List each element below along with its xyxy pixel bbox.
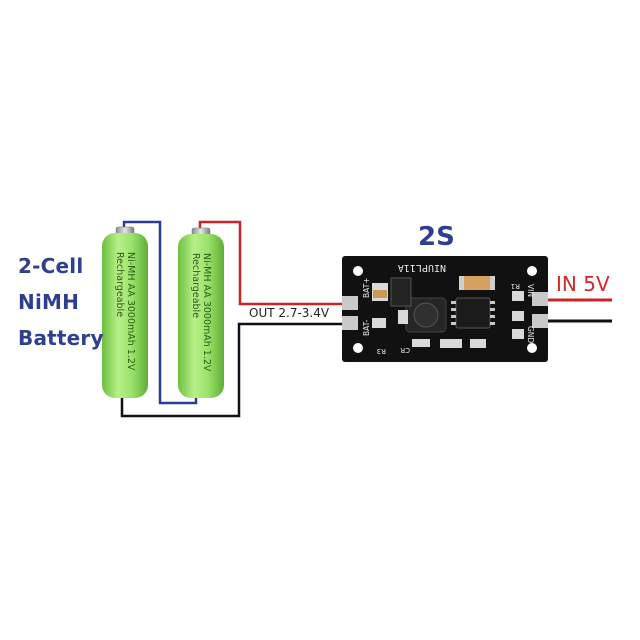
pad-bat-plus — [342, 296, 358, 310]
input-voltage-label: IN 5V — [556, 272, 610, 296]
pin-label-gnd: GND — [526, 326, 535, 343]
cap-left-1 — [372, 318, 386, 328]
charger-board: NIUPL11A — [342, 256, 548, 362]
diode-left-body — [373, 290, 387, 298]
positive-out-wire — [198, 220, 352, 306]
pad-gnd — [532, 314, 548, 328]
smd-right-1 — [512, 291, 524, 301]
smd-bottom-1 — [440, 339, 462, 348]
ic-chip — [455, 297, 491, 329]
mount-hole-tr — [527, 266, 537, 276]
board-part-name: NIUPL11A — [398, 262, 446, 273]
battery-label-line-1: 2-Cell — [18, 254, 84, 278]
cap-left-2 — [398, 310, 408, 324]
led — [412, 339, 430, 347]
pin-label-vin: VIN — [526, 284, 535, 297]
output-voltage-label: OUT 2.7-3.4V — [249, 306, 330, 320]
pad-bat-minus — [342, 316, 358, 330]
mark-r3: R3 — [377, 347, 386, 355]
battery-label-line-2: NiMH — [18, 290, 80, 314]
pad-vin — [532, 292, 548, 306]
smd-right-3 — [512, 329, 524, 339]
cell-1-label-1: Ni-MH AA 3000mAh 1.2V — [125, 252, 136, 371]
ic-pins — [451, 301, 495, 325]
cell-1-label-2: Rechargeable — [114, 252, 125, 317]
series-link-wire — [122, 220, 198, 405]
cell-2-label-2: Rechargeable — [190, 253, 201, 318]
mount-hole-br — [527, 343, 537, 353]
mount-hole-bl — [353, 343, 363, 353]
transistor-left — [390, 277, 412, 307]
module-title: 2S — [418, 222, 455, 252]
resistor-top-pad-l — [459, 276, 464, 290]
smd-bottom-2 — [470, 339, 486, 348]
battery-label-line-3: Battery — [18, 326, 104, 350]
resistor-top-pad-r — [490, 276, 495, 290]
cell-1-body — [102, 233, 148, 398]
negative-out-wire — [120, 322, 352, 418]
battery-cell-1: Ni-MH AA 3000mAh 1.2V Rechargeable — [102, 226, 148, 398]
mount-hole-tl — [353, 266, 363, 276]
mark-r1: R1 — [511, 282, 520, 290]
inductor-core — [413, 302, 439, 328]
resistor-top — [463, 276, 491, 290]
cell-2-body — [178, 234, 224, 398]
smd-right-2 — [512, 311, 524, 321]
pin-label-bat-minus: BAT- — [362, 319, 371, 336]
cell-2-label-1: Ni-MH AA 3000mAh 1.2V — [201, 253, 212, 372]
pin-label-bat-plus: BAT+ — [362, 277, 371, 298]
battery-cell-2: Ni-MH AA 3000mAh 1.2V Rechargeable — [178, 227, 224, 398]
mark-cr: CR — [400, 346, 410, 354]
